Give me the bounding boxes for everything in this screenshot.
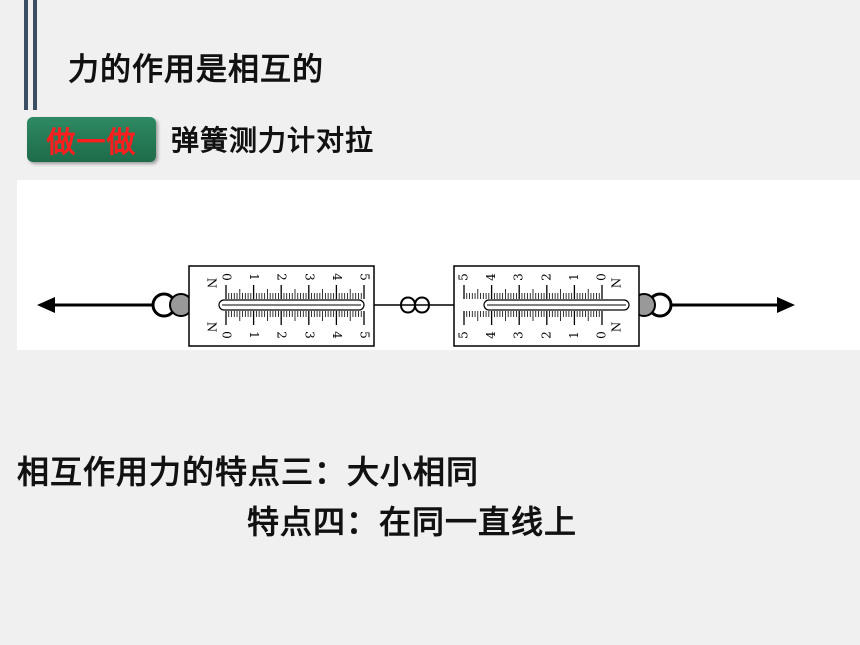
left-scale-number-top: 1 [247,273,261,281]
left-scale-number-bottom: 0 [220,331,234,339]
feature-four-text: 特点四：在同一直线上 [247,503,578,541]
left-scale-number-bottom: 1 [247,331,261,339]
right-scale-number-top: 4 [484,273,498,281]
left-accent-bar-2 [33,0,37,110]
right-scale-unit-bottom: N [610,322,624,333]
left-accent-bar [24,0,28,110]
right-scale-number-bottom: 4 [484,331,498,339]
left-scale-number-top: 3 [302,273,316,281]
activity-badge: 做一做 [27,117,156,162]
left-scale-number-top: 4 [330,273,344,281]
right-scale-number-bottom: 2 [539,331,553,339]
badge-label: 做一做 [46,124,137,159]
left-scale-number-top: 2 [275,273,289,281]
left-scale-number-top: 0 [220,273,234,281]
right-scale-number-top: 1 [567,273,581,281]
left-scale-number-top: 5 [358,273,372,281]
right-scale-number-top: 5 [457,273,471,281]
slide-title: 力的作用是相互的 [68,52,324,88]
right-scale-number-top: 2 [539,273,553,281]
right-scale-number-bottom: 5 [457,331,471,339]
right-scale-number-bottom: 3 [512,331,526,339]
left-scale-unit-bottom: N [205,322,219,333]
feature-three-text: 相互作用力的特点三：大小相同 [17,453,480,491]
right-hook [414,296,431,314]
left-scale-number-bottom: 4 [330,331,344,339]
right-scale-number-bottom: 0 [595,331,609,339]
right-scale-number-bottom: 1 [567,331,581,339]
right-scale-unit-top: N [610,278,624,289]
left-arrow-head [37,297,55,313]
right-scale-number-top: 0 [595,273,609,281]
right-scale-number-top: 3 [512,273,526,281]
right-arrow-head [777,297,795,313]
activity-subtitle: 弹簧测力计对拉 [171,124,375,157]
left-scale-number-bottom: 5 [358,331,372,339]
left-scale-unit-top: N [205,278,219,289]
left-scale-number-bottom: 2 [275,331,289,339]
left-scale-number-bottom: 3 [302,331,316,339]
